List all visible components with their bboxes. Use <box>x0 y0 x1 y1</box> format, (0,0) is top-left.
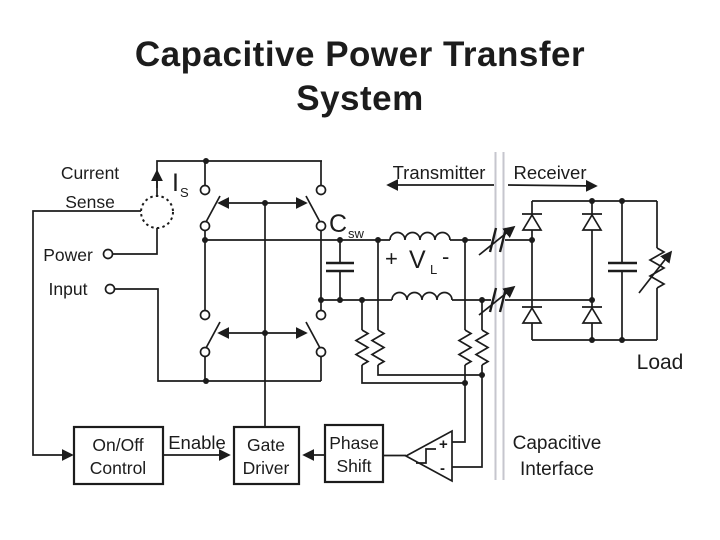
variable-arrow <box>478 285 516 316</box>
power-terminal-wire <box>113 228 158 255</box>
comparator-plus-label: + <box>439 436 448 453</box>
onoff-control-label1: On/Off <box>92 435 143 455</box>
diode-bottom-left <box>521 306 543 324</box>
receiver-label: Receiver <box>514 162 587 183</box>
sense-divider-network <box>354 240 490 468</box>
comparator-triangle <box>404 429 453 483</box>
sense-current-subscript: S <box>180 185 189 200</box>
gate-driver-box <box>232 425 301 486</box>
power-label: Power <box>43 245 93 265</box>
vl-symbol: V <box>409 246 426 274</box>
phase-shift-label1: Phase <box>329 433 379 453</box>
wires <box>32 160 673 468</box>
comparator-minus-label: - <box>440 460 445 477</box>
sense-current-symbol: I <box>172 169 179 197</box>
load-label: Load <box>637 351 684 374</box>
vl-subscript: L <box>430 262 437 277</box>
coupling-capacitor-top <box>478 225 532 256</box>
coupling-capacitor-bottom <box>478 285 592 316</box>
divider-resistor-a-wire <box>361 300 465 384</box>
diode-top-left <box>521 213 543 231</box>
switch-cap-subscript: sw <box>348 226 365 241</box>
variable-arrow <box>478 225 516 256</box>
phase-shift-label2: Shift <box>336 456 371 476</box>
switch-blades <box>205 195 321 349</box>
capacitive-interface-barrier <box>494 152 505 480</box>
gate-driver-label1: Gate <box>247 435 285 455</box>
current-sense-feedback-wire <box>32 210 141 461</box>
divider-resistor-c-wire <box>452 240 466 443</box>
variable-arrow <box>638 250 673 294</box>
inductor-top <box>389 231 451 241</box>
resistor-zigzag <box>457 329 473 366</box>
vl-minus: - <box>442 244 449 269</box>
switching-capacitor <box>326 240 354 300</box>
current-sense-label1: Current <box>61 163 119 183</box>
gate-driver-label2: Driver <box>243 458 290 478</box>
onoff-control-label2: Control <box>90 458 146 478</box>
resistor-zigzag <box>474 329 490 366</box>
switch-cap-symbol: C <box>329 210 347 238</box>
enable-label: Enable <box>168 432 226 453</box>
current-sense-label2: Sense <box>65 192 115 212</box>
onoff-control-box <box>72 425 165 486</box>
resistor-zigzag <box>354 329 370 366</box>
junction-dots <box>202 158 625 386</box>
capacitive-interface-label1: Capacitive <box>513 433 602 454</box>
resistor-zigzag <box>370 329 386 366</box>
divider-resistor-b-wire <box>377 240 482 376</box>
hysteresis-icon <box>416 448 436 464</box>
diode-bottom-right <box>581 306 603 324</box>
bottom-supply-rail <box>115 288 321 382</box>
inductor-bottom <box>391 291 453 301</box>
vl-plus: + <box>385 246 398 271</box>
input-label: Input <box>49 279 88 299</box>
load-resistor <box>638 201 673 340</box>
diode-top-right <box>581 213 603 231</box>
divider-resistor-d-wire <box>452 300 483 468</box>
capacitive-interface-label2: Interface <box>520 459 594 480</box>
page-title-line1: Capacitive Power Transfer <box>135 35 585 74</box>
terminals <box>102 184 327 358</box>
current-sensor-icon <box>140 195 174 229</box>
page-title-line2: System <box>296 79 424 118</box>
filter-capacitor <box>608 201 637 340</box>
receiver-arrow <box>507 179 598 192</box>
comparator: + - <box>404 429 453 483</box>
transmitter-label: Transmitter <box>393 162 486 183</box>
phase-shift-box <box>323 423 385 484</box>
